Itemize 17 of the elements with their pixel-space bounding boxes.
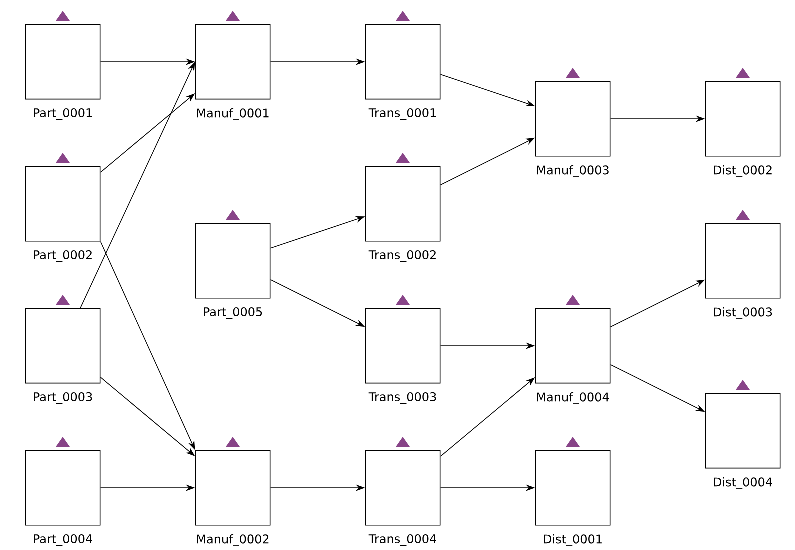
node-box: Trans_0001 bbox=[365, 24, 441, 120]
node-box: Trans_0003 bbox=[365, 308, 441, 404]
node-box: Trans_0004 bbox=[365, 450, 441, 546]
node-box: Part_0003 bbox=[25, 308, 101, 404]
node-box: Manuf_0002 bbox=[195, 450, 271, 546]
node-box: Dist_0003 bbox=[705, 223, 781, 320]
node-box: Manuf_0003 bbox=[535, 81, 611, 178]
node-box: Part_0001 bbox=[25, 24, 101, 120]
node-box: Part_0004 bbox=[25, 450, 101, 546]
node-box: Part_0002 bbox=[25, 166, 101, 262]
node-box: Dist_0002 bbox=[705, 81, 781, 178]
node-box: Manuf_0001 bbox=[195, 24, 271, 120]
node-box: Part_0005 bbox=[195, 223, 271, 320]
node-box: Dist_0001 bbox=[535, 450, 611, 546]
node-box: Manuf_0004 bbox=[535, 308, 611, 404]
node-box: Trans_0002 bbox=[365, 166, 441, 262]
node-box: Dist_0004 bbox=[705, 393, 781, 490]
